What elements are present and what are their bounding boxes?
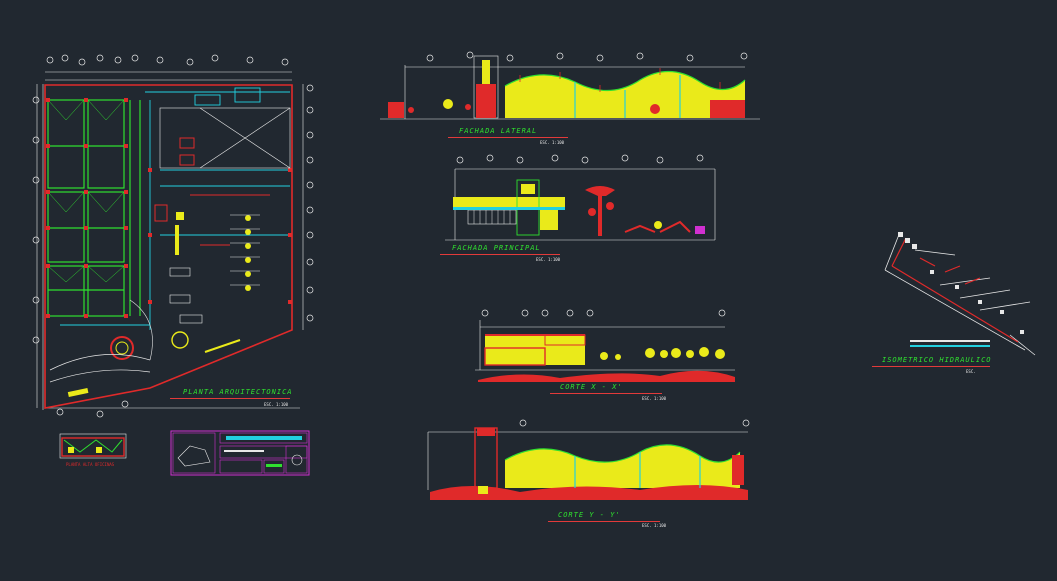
title-underline: [550, 393, 662, 394]
view-scale-corte-x: ESC. 1:100: [642, 396, 667, 401]
view-title-corte-y: CORTE Y - Y': [558, 511, 621, 519]
planta-arquitectonica: [32, 54, 314, 418]
view-scale-fachada-principal: ESC. 1:100: [536, 257, 561, 262]
title-underline: [440, 254, 560, 255]
view-title-planta: PLANTA ARQUITECTONICA: [183, 388, 293, 396]
title-underline: [872, 366, 990, 367]
view-title-planta-alta: PLANTA ALTA OFICINAS: [66, 462, 115, 467]
view-title-fachada-lateral: FACHADA LATERAL: [459, 127, 538, 135]
view-scale-fachada-lateral: ESC. 1:100: [540, 140, 565, 145]
view-title-isometrico: ISOMETRICO HIDRAULICO: [882, 356, 992, 364]
view-scale-corte-y: ESC. 1:100: [642, 523, 667, 528]
corte-y: [427, 419, 750, 500]
view-title-corte-x: CORTE X - X': [560, 383, 623, 391]
corte-x: [475, 309, 735, 382]
view-title-fachada-principal: FACHADA PRINCIPAL: [452, 244, 541, 252]
planta-alta-oficinas: [59, 433, 127, 459]
fachada-lateral: [380, 51, 760, 120]
isometrico-hidraulico: [884, 231, 1036, 356]
title-underline: [170, 398, 290, 399]
fachada-principal: [445, 154, 716, 241]
view-scale-isometrico: ESC.: [966, 369, 976, 374]
title-underline: [548, 521, 660, 522]
title-block: [170, 430, 310, 476]
title-underline: [448, 137, 568, 138]
view-scale-planta: ESC. 1:100: [264, 402, 289, 407]
